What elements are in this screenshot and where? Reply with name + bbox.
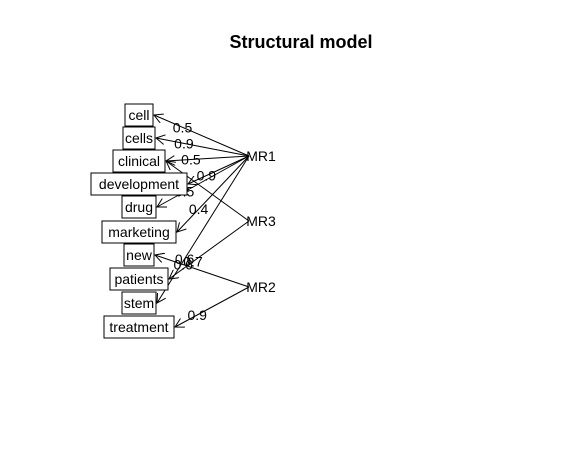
node-box-clinical bbox=[112, 149, 166, 173]
node-label-drug: drug bbox=[125, 199, 153, 215]
edge-mr1-marketing bbox=[177, 155, 250, 232]
edge-mr3-clinical bbox=[166, 161, 250, 222]
edge-label-mr1-cells: 0.9 bbox=[174, 135, 194, 151]
node-box-cell bbox=[124, 103, 154, 127]
edge-label-mr1-development: 0.9 bbox=[197, 168, 217, 184]
edges-layer: 0.50.90.50.90.50.40.60.70.60.9 bbox=[154, 115, 250, 327]
edge-label-mr1-cell: 0.5 bbox=[173, 119, 193, 135]
node-label-clinical: clinical bbox=[118, 153, 160, 169]
node-label-treatment: treatment bbox=[109, 319, 168, 335]
edge-label-mr1-marketing: 0.4 bbox=[189, 201, 209, 217]
node-box-cells bbox=[122, 126, 156, 150]
node-box-treatment bbox=[103, 315, 175, 339]
node-box-patients bbox=[109, 267, 169, 291]
edge-mr2-new bbox=[155, 255, 250, 288]
node-cells: cells bbox=[122, 126, 156, 150]
edge-mr2-treatment bbox=[175, 286, 250, 327]
node-label-new: new bbox=[126, 247, 153, 263]
node-box-new bbox=[123, 243, 155, 267]
node-clinical: clinical bbox=[112, 149, 166, 173]
edge-mr1-cells bbox=[156, 138, 250, 157]
node-box-drug bbox=[121, 195, 157, 219]
node-marketing: marketing bbox=[101, 220, 177, 244]
edge-label-mr1-clinical: 0.5 bbox=[181, 152, 201, 168]
nodes-layer: cell cells clinical development drug marketin… bbox=[90, 103, 188, 339]
factor-mr2: MR2 bbox=[246, 279, 276, 295]
node-label-stem: stem bbox=[124, 295, 154, 311]
diagram-title: Structural model bbox=[229, 32, 372, 52]
edge-label-mr2-new: 0.6 bbox=[173, 257, 193, 273]
edge-mr1-development bbox=[188, 155, 250, 184]
edge-label-mr1-stem: 0.6 bbox=[175, 251, 195, 267]
node-cell: cell bbox=[124, 103, 154, 127]
node-treatment: treatment bbox=[103, 315, 175, 339]
node-new: new bbox=[123, 243, 155, 267]
edge-label-mr3-patients: 0.7 bbox=[183, 254, 203, 270]
edge-mr3-patients bbox=[169, 220, 250, 279]
factor-mr3: MR3 bbox=[246, 213, 276, 229]
node-box-stem bbox=[121, 291, 157, 315]
edge-mr1-cell bbox=[154, 115, 250, 157]
node-stem: stem bbox=[121, 291, 157, 315]
node-drug: drug bbox=[121, 195, 157, 219]
factor-mr1: MR1 bbox=[246, 148, 276, 164]
node-label-marketing: marketing bbox=[108, 224, 169, 240]
node-development: development bbox=[90, 172, 188, 196]
node-label-cell: cell bbox=[128, 107, 149, 123]
edge-mr1-drug bbox=[157, 155, 250, 207]
node-label-development: development bbox=[99, 176, 179, 192]
node-patients: patients bbox=[109, 267, 169, 291]
node-box-marketing bbox=[101, 220, 177, 244]
edge-label-mr2-treatment: 0.9 bbox=[187, 307, 207, 323]
node-label-patients: patients bbox=[114, 271, 163, 287]
node-box-development bbox=[90, 172, 188, 196]
node-label-cells: cells bbox=[125, 130, 153, 146]
edge-mr1-clinical bbox=[166, 156, 250, 161]
